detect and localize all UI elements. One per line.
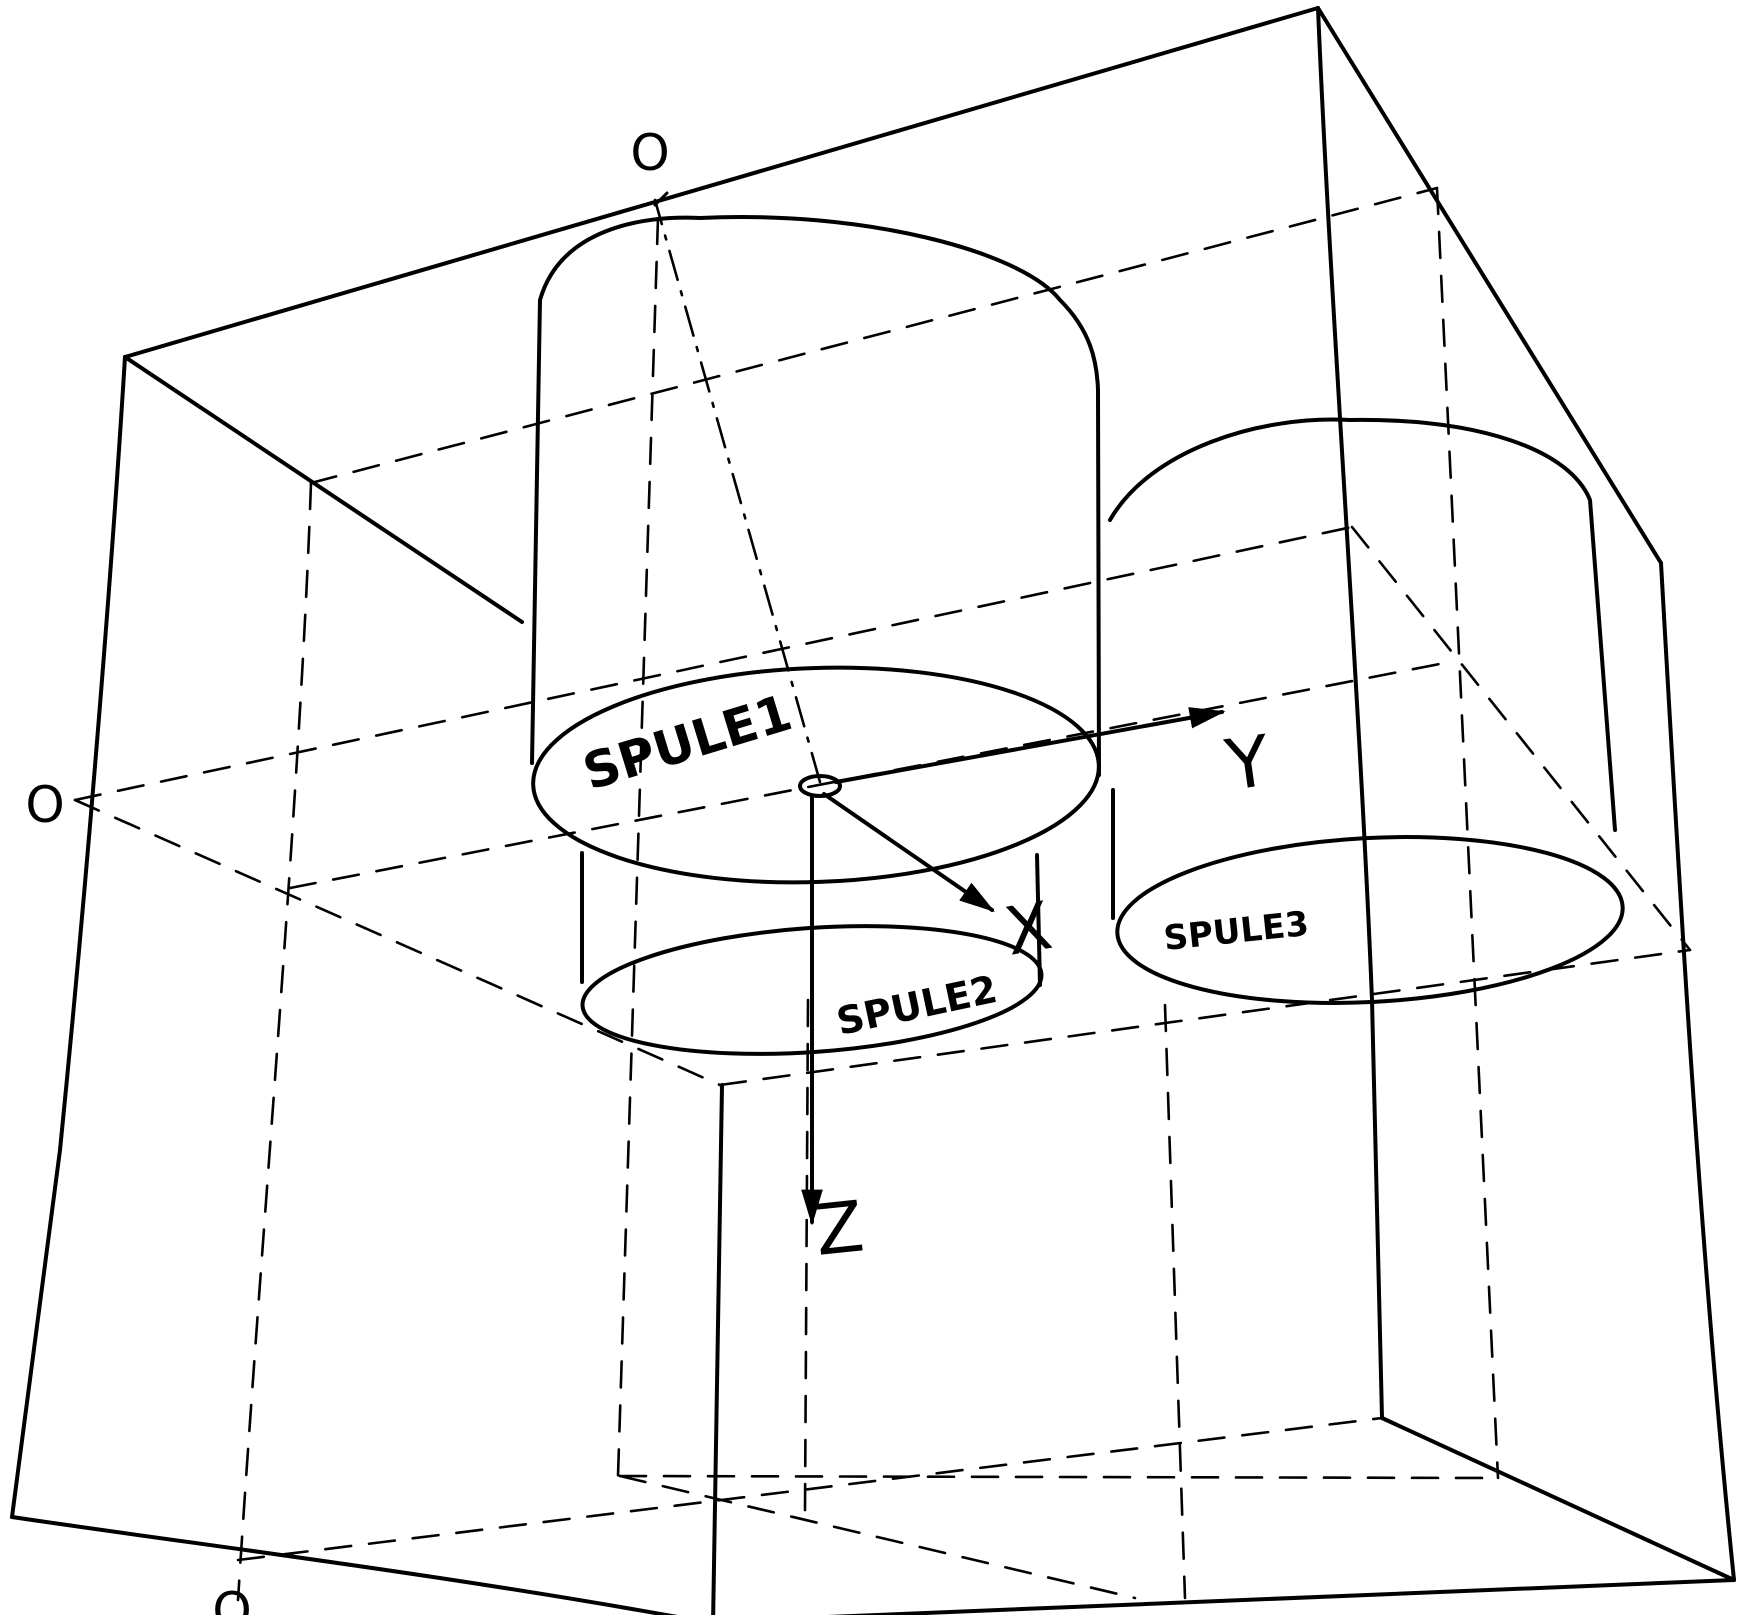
- origin-top-label: O: [630, 124, 669, 182]
- coil1-cylinder: [530, 215, 1101, 885]
- coil1-label: SPULE1: [577, 683, 799, 801]
- x-axis-arrow: [822, 792, 995, 913]
- coordinate-axes: [653, 191, 1226, 1226]
- coil3-cylinder: [1108, 417, 1625, 1005]
- axis-y-label: Y: [1220, 720, 1275, 807]
- axis-x-label: X: [999, 887, 1057, 971]
- middle-plane: [73, 525, 1692, 1087]
- origin-marker: [798, 774, 842, 798]
- box-hidden-edges: [236, 186, 1500, 1602]
- coil2-label: SPULE2: [833, 967, 1001, 1044]
- origin-left-label: O: [25, 776, 64, 834]
- box-outline: [10, 6, 1736, 1615]
- origin-bottom-label: O: [212, 1582, 251, 1615]
- vertical-axis-line: [653, 198, 822, 784]
- y-axis-arrow: [834, 707, 1226, 784]
- coil3-label: SPULE3: [1162, 904, 1311, 959]
- axis-z-label: Z: [811, 1185, 867, 1272]
- coil2-cylinder: [580, 851, 1044, 1615]
